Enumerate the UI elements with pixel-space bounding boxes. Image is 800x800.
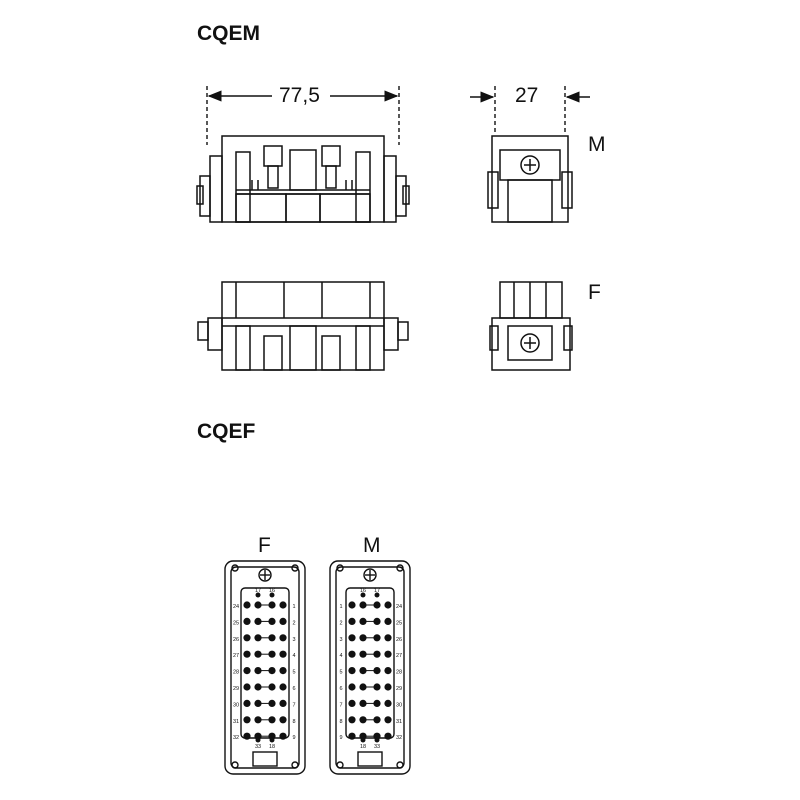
pin-number-right: 28: [396, 670, 402, 676]
contact-pin: [243, 683, 251, 691]
contact-pin: [348, 716, 356, 724]
view-label-face-female: F: [258, 534, 271, 557]
pin-number-left: 27: [233, 653, 239, 659]
dimension-width-front: 77,5: [277, 84, 322, 108]
contact-pin: [384, 617, 392, 626]
pin-number-right: 7: [292, 702, 295, 708]
view-label-female-side: F: [588, 281, 601, 304]
dimension-line-side: [470, 86, 590, 135]
pin-number-right: 27: [396, 653, 402, 659]
contact-pin: [384, 732, 392, 740]
contact-pin: [348, 650, 356, 658]
contact-pin: [279, 716, 287, 724]
contact-pin: [348, 667, 356, 675]
pin-number-right: 25: [396, 620, 402, 626]
pin-number-left: 6: [339, 686, 342, 692]
pin-number-top: 16: [360, 588, 366, 594]
contact-pin: [243, 699, 251, 708]
contact-pin: [243, 732, 251, 740]
contact-pin: [384, 699, 392, 708]
contact-pin: [384, 667, 392, 675]
contact-pin: [279, 683, 287, 691]
pin-number-left: 25: [233, 620, 239, 626]
contact-pin: [279, 617, 287, 626]
contact-pin: [279, 634, 287, 642]
contact-pin: [384, 601, 392, 609]
contact-pin: [279, 601, 287, 609]
pin-number-top: 17: [374, 588, 380, 594]
contact-pin: [348, 634, 356, 642]
contact-pin: [279, 650, 287, 658]
male-front-view: [196, 135, 410, 223]
contact-pin: [384, 716, 392, 724]
view-label-male-side: M: [588, 133, 606, 156]
contact-pin: [348, 683, 356, 691]
dimension-width-side: 27: [515, 84, 539, 107]
contact-pin: [279, 732, 287, 740]
contact-pin: [279, 699, 287, 708]
pin-number-bottom: 33: [255, 744, 261, 750]
title-cqem: CQEM: [197, 22, 260, 45]
female-front-view: [197, 281, 409, 371]
pin-number-left: 30: [233, 702, 239, 708]
contact-pin: [243, 601, 251, 609]
pin-number-bottom: 33: [374, 744, 380, 750]
pin-number-right: 3: [292, 637, 295, 643]
pin-number-left: 8: [339, 719, 342, 725]
face-view-male: 1 2 3 4 5 6 7 8 9 24 25 26 27 28 29 30 31 32 16 17 18 33: [329, 560, 411, 775]
contact-pin: [243, 716, 251, 724]
male-side-view: [487, 135, 573, 223]
face-view-female: 24 25 26 27 28 29 30 31 32 1 2 3 4 5 6 7 8 9 17 16 33 18: [224, 560, 306, 775]
contact-pin: [243, 650, 251, 658]
pin-number-right: 9: [292, 735, 295, 741]
contact-pin: [348, 617, 356, 626]
contact-pin: [243, 617, 251, 626]
pin-number-right: 26: [396, 637, 402, 643]
pin-number-left: 32: [233, 735, 239, 741]
pin-number-left: 5: [339, 670, 342, 676]
pin-number-bottom: 18: [360, 744, 366, 750]
contact-pin: [348, 601, 356, 609]
pin-number-left: 2: [339, 620, 342, 626]
pin-number-right: 1: [292, 604, 295, 610]
pin-number-left: 28: [233, 670, 239, 676]
pin-number-right: 2: [292, 620, 295, 626]
pin-number-left: 7: [339, 702, 342, 708]
contact-pin: [348, 732, 356, 740]
pin-number-bottom: 18: [269, 744, 275, 750]
contact-pin: [279, 667, 287, 675]
view-label-face-male: M: [363, 534, 381, 557]
pin-number-left: 3: [339, 637, 342, 643]
pin-number-left: 1: [339, 604, 342, 610]
pin-number-left: 26: [233, 637, 239, 643]
pin-number-left: 24: [233, 604, 239, 610]
face-views: 24 25 26 27 28 29 30 31 32 1 2 3 4 5 6 7 8 9 17 16 33 18 1 2 3 4 5…: [224, 560, 411, 775]
pin-number-top: 16: [269, 588, 275, 594]
pin-number-right: 5: [292, 670, 295, 676]
contact-pin: [384, 683, 392, 691]
dimension-line-front: [206, 86, 400, 145]
contact-pin: [348, 699, 356, 708]
contact-pin: [243, 667, 251, 675]
pin-number-left: 9: [339, 735, 342, 741]
pin-number-right: 30: [396, 702, 402, 708]
pin-number-right: 24: [396, 604, 402, 610]
pin-number-right: 4: [292, 653, 295, 659]
title-cqef: CQEF: [197, 420, 256, 443]
pin-number-left: 29: [233, 686, 239, 692]
female-side-view: [489, 281, 573, 371]
pin-number-right: 29: [396, 686, 402, 692]
contact-pin: [243, 634, 251, 642]
pin-number-left: 4: [339, 653, 342, 659]
pin-number-right: 8: [292, 719, 295, 725]
pin-number-top: 17: [255, 588, 261, 594]
contact-pin: [384, 650, 392, 658]
contact-pin: [384, 634, 392, 642]
pin-number-right: 32: [396, 735, 402, 741]
pin-number-right: 31: [396, 719, 402, 725]
pin-number-left: 31: [233, 719, 239, 725]
pin-number-right: 6: [292, 686, 295, 692]
